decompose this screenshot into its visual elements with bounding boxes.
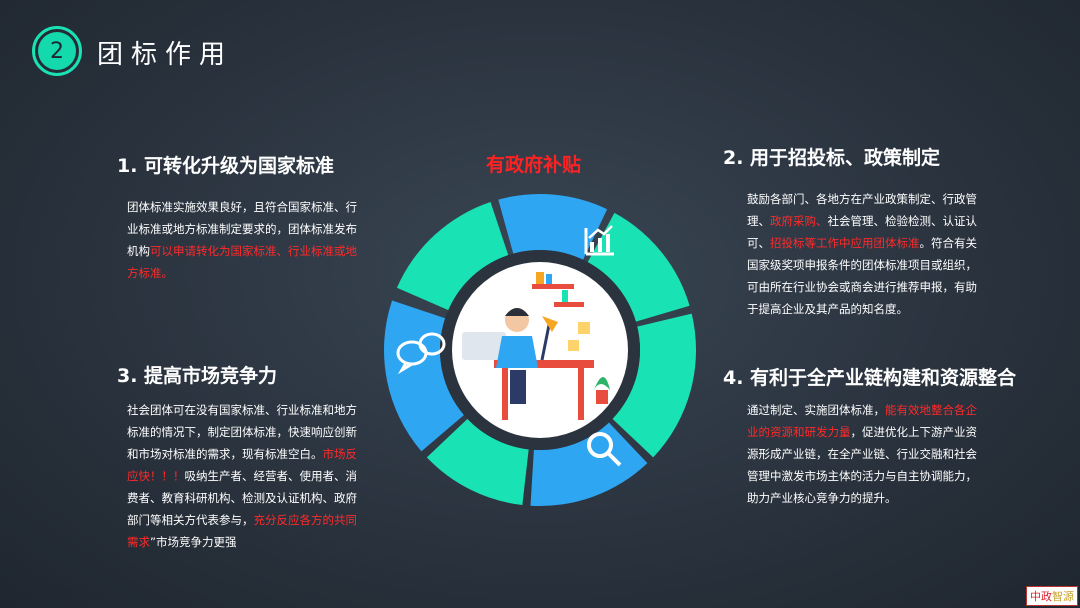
section-number-badge: 2: [32, 26, 82, 76]
section-3-body: 社会团体可在没有国家标准、行业标准和地方标准的情况下，制定团体标准，快速响应创新…: [127, 399, 360, 553]
section-2-title: 2. 用于招投标、政策制定: [723, 147, 941, 169]
section-2-highlight-b: 招投标等工作中应用团体标准: [770, 236, 920, 250]
page-title: 团标作用: [97, 40, 234, 70]
subsidy-label: 有政府补贴: [486, 154, 582, 176]
section-2-text-b: 社会管理、检验检测、认证认可、: [747, 214, 977, 250]
shelf-top: [532, 284, 574, 289]
section-3-title: 3. 提高市场竞争力: [117, 365, 278, 387]
section-2-text-a: 鼓励各部门、各地方在产业政策制定、行政管理、: [747, 192, 977, 228]
watermark-part2: 智源: [1052, 590, 1074, 603]
segment-wheel: [384, 194, 696, 506]
section-2-text-c: 。符合有关国家级奖项申报条件的团体标准项目或组织，可由所在行业协会或商会进行推荐…: [747, 236, 977, 316]
person-legs: [510, 370, 526, 404]
section-4-title: 4. 有利于全产业链构建和资源整合: [723, 367, 1017, 389]
section-4-highlight: 能有效地整合各企业的资源和研发力量: [747, 403, 977, 439]
section-3-text-c: ”市场竞争力更强: [150, 535, 237, 549]
section-1-highlight: 可以申请转化为国家标准、行业标准或地方标准。: [127, 244, 357, 280]
person-at-desk-illustration: [462, 272, 610, 420]
desk-top: [494, 360, 594, 368]
shelf-mid: [554, 302, 584, 307]
section-3-highlight-b: 充分反应各方的共同需求: [127, 513, 357, 549]
book: [546, 274, 552, 284]
section-number: 2: [38, 32, 76, 70]
plant: [594, 377, 610, 390]
section-4-text-b: ，促进优化上下游产业资源形成产业链，在全产业链、行业交融和社会管理中激发市场主体…: [747, 425, 977, 505]
wheel-segment: [396, 202, 509, 311]
wheel-segment: [498, 194, 608, 260]
section-1-body: 团体标准实施效果良好，且符合国家标准、行业标准或地方标准制定要求的，团体标准发布…: [127, 196, 359, 284]
watermark-part1: 中政: [1030, 590, 1052, 603]
sticky-note: [578, 322, 590, 334]
wheel-segment: [426, 418, 529, 505]
desk-leg-left: [502, 368, 508, 420]
watermark-logo: 中政智源: [1026, 586, 1078, 606]
book: [562, 290, 568, 302]
desk-leg-right: [578, 368, 584, 420]
person-body: [496, 336, 538, 368]
wheel-segment: [384, 300, 464, 452]
wheel-segment: [530, 422, 648, 506]
chat-bubbles-icon: [396, 332, 446, 375]
section-3-highlight-a: 市场反应快！！！: [127, 447, 357, 483]
section-2-highlight-a: 政府采购、: [770, 214, 828, 228]
section-2-body: 鼓励各部门、各地方在产业政策制定、行政管理、政府采购、社会管理、检验检测、认证认…: [747, 188, 977, 320]
book: [536, 272, 544, 284]
laptop: [462, 332, 506, 360]
section-1-text: 团体标准实施效果良好，且符合国家标准、行业标准或地方标准制定要求的，团体标准发布…: [127, 200, 357, 258]
plant-pot: [596, 390, 608, 404]
wheel-segment: [612, 313, 696, 458]
section-3-text-a: 社会团体可在没有国家标准、行业标准和地方标准的情况下，制定团体标准，快速响应创新…: [127, 403, 357, 461]
section-1-title: 1. 可转化升级为国家标准: [117, 155, 335, 177]
magnifier-icon: [587, 432, 622, 467]
section-3-text-b: 吸纳生产者、经营者、使用者、消费者、教育科研机构、检测及认证机构、政府部门等相关…: [127, 469, 357, 527]
section-4-body: 通过制定、实施团体标准，能有效地整合各企业的资源和研发力量，促进优化上下游产业资…: [747, 399, 979, 509]
bar-chart-icon: [584, 225, 614, 256]
person-hair: [505, 308, 529, 316]
sticky-note: [568, 340, 579, 351]
lamp-head: [542, 316, 558, 332]
section-4-text-a: 通过制定、实施团体标准，: [747, 403, 885, 417]
wheel-segment: [587, 212, 690, 322]
